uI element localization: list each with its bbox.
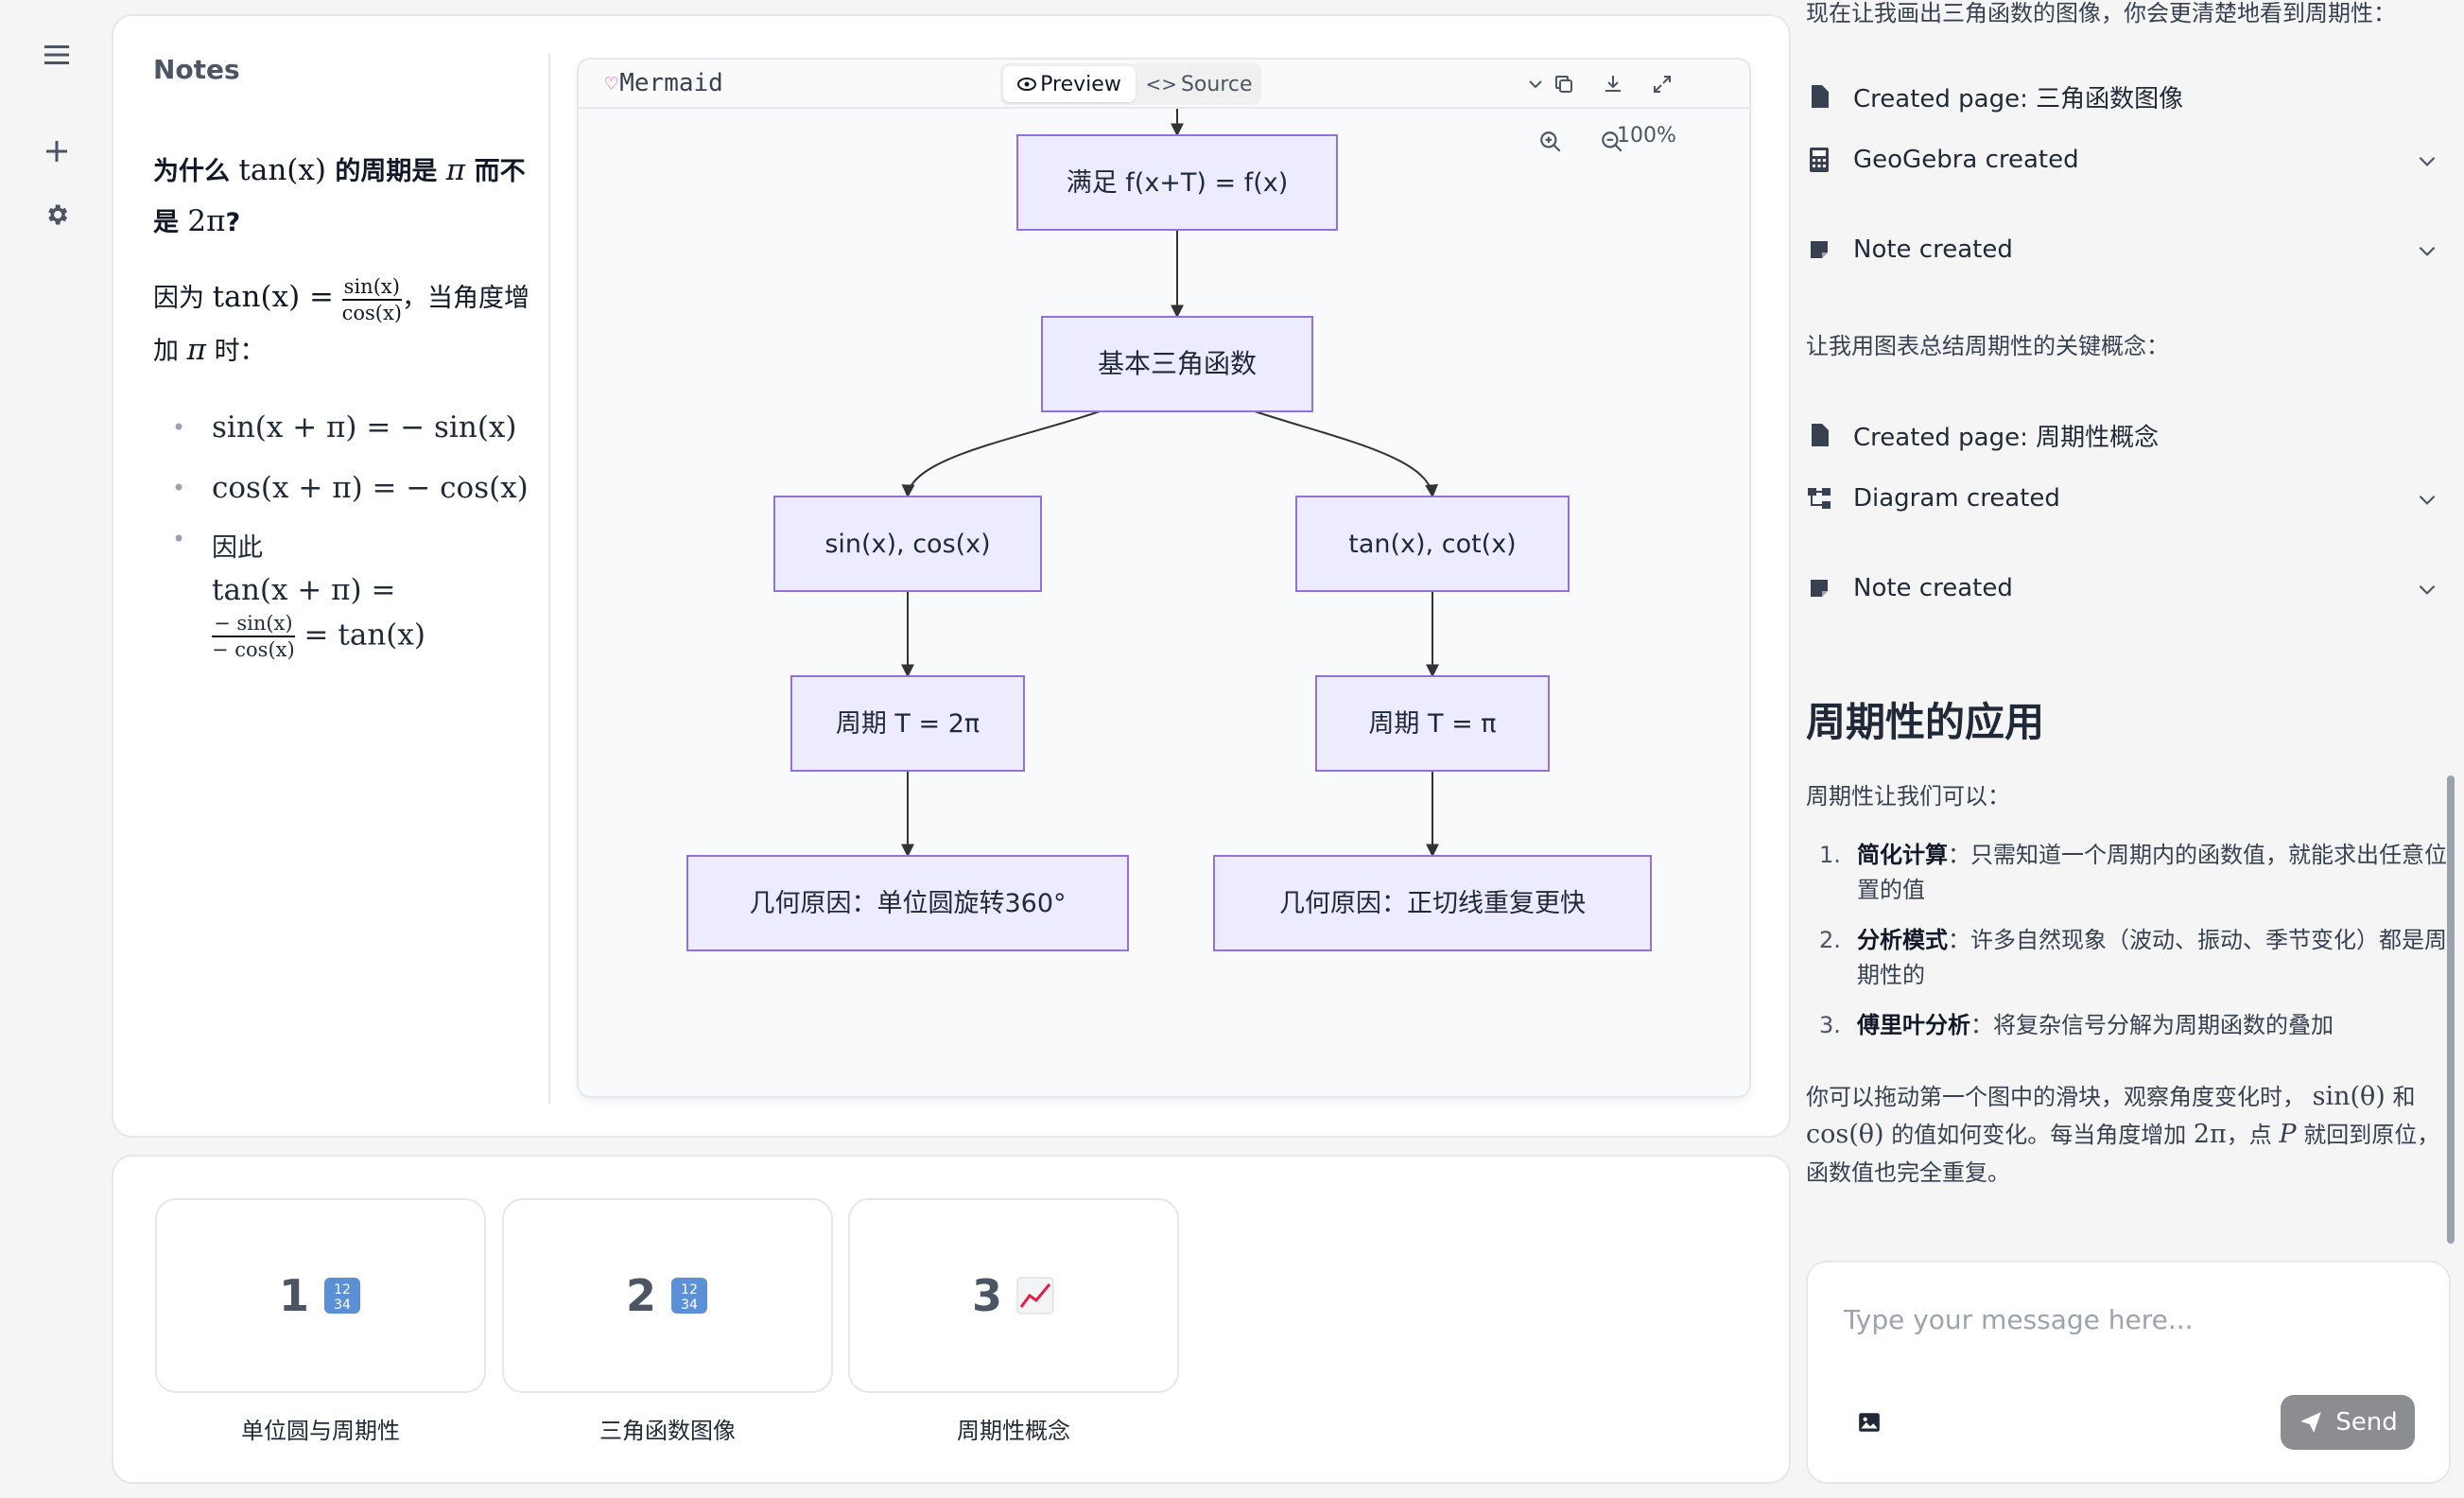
chat-message-text: 让我用图表总结周期性的关键概念： [1806, 333, 2169, 359]
mermaid-logo-icon: ♡ [605, 73, 618, 96]
mermaid-title: ♡Mermaid [605, 69, 723, 97]
copy-icon[interactable] [1553, 73, 1575, 96]
svg-text:12: 12 [681, 1282, 698, 1298]
left-rail [0, 0, 112, 1498]
node-p2pi: 周期 T = 2π [790, 675, 1025, 772]
chevron-down-icon[interactable] [2415, 577, 2439, 601]
gear-icon[interactable] [38, 196, 76, 234]
edge-basic-sincos [901, 410, 1101, 498]
message-input-box[interactable]: Type your message here... Send [1806, 1261, 2451, 1484]
tool-result-note[interactable]: Note created [1806, 227, 2458, 272]
chat-message-text: 现在让我画出三角函数的图像，你会更清楚地看到周期性： [1806, 0, 2396, 26]
node-periodic: 满足 f(x+T) = f(x) [1016, 134, 1338, 231]
download-icon[interactable] [1602, 73, 1624, 96]
node-geo1: 几何原因：单位圆旋转360° [686, 855, 1129, 951]
calculator-icon [1806, 147, 1832, 173]
source-tab[interactable]: <> Source [1145, 72, 1253, 96]
chat-message-text: 周期性让我们可以： [1806, 783, 2010, 810]
edge-basic-tancot [1254, 410, 1439, 498]
zoom-out-icon[interactable] [1600, 130, 1624, 154]
list-item: 2.分析模式：许多自然现象（波动、振动、季节变化）都是周期性的 [1819, 927, 2447, 988]
tool-result-diagram[interactable]: Diagram created [1806, 476, 2458, 521]
page-tile-label: 周期性概念 [957, 1418, 1070, 1444]
notes-heading: Notes [153, 54, 240, 85]
chart-increasing-emoji-icon [1016, 1277, 1054, 1315]
notes-explanation: 因为 tan(x) = sin(x)cos(x)，当角度增加 π 时： [153, 274, 530, 367]
plus-icon[interactable] [38, 132, 76, 170]
node-basic: 基本三角函数 [1041, 316, 1313, 412]
chat-message-text: 你可以拖动第一个图中的滑块，观察角度变化时， sin(θ) 和 cos(θ) 的… [1806, 1082, 2440, 1186]
list-item: 3.傅里叶分析：将复杂信号分解为周期函数的叠加 [1819, 1012, 2334, 1038]
list-item: 因此 tan(x + π) = − sin(x)− cos(x) = tan(x… [153, 518, 529, 662]
list-item: sin(x + π) = − sin(x) [153, 397, 529, 458]
node-label: 几何原因：单位圆旋转360° [749, 889, 1066, 918]
therefore-eq: − sin(x)− cos(x) = tan(x) [212, 611, 425, 661]
mermaid-header: ♡Mermaid Preview <> Source [579, 60, 1749, 109]
view-toggle: Preview <> Source [1000, 63, 1261, 105]
tool-result-page[interactable]: Created page: 周期性概念 [1806, 412, 2458, 458]
fraction: sin(x)cos(x) [341, 274, 403, 324]
diagram-icon [1806, 485, 1832, 512]
chevron-down-icon[interactable] [2415, 487, 2439, 512]
list-item: cos(x + π) = − cos(x) [153, 458, 529, 518]
node-label: 几何原因：正切线重复更快 [1279, 889, 1586, 918]
image-upload-icon[interactable] [1857, 1410, 1882, 1435]
flowchart: 满足 f(x+T) = f(x) 基本三角函数 sin(x), cos(x) t… [686, 109, 1652, 951]
chat-scrollbar[interactable] [2447, 775, 2455, 1244]
page-icon [1806, 422, 1832, 448]
node-label: 周期 T = 2π [836, 709, 980, 739]
applications-list: 1.简化计算：只需知道一个周期内的函数值，就能求出任意位置的值 2.分析模式：许… [1806, 838, 2449, 1058]
send-button[interactable]: Send [2281, 1395, 2415, 1450]
page-tile-label: 三角函数图像 [599, 1418, 736, 1444]
chat-panel: 现在让我画出三角函数的图像，你会更清楚地看到周期性： Created page:… [1791, 0, 2464, 1498]
node-label: 基本三角函数 [1098, 348, 1257, 379]
node-geo2: 几何原因：正切线重复更快 [1213, 855, 1652, 951]
send-icon [2300, 1412, 2322, 1433]
note-icon [1806, 236, 1832, 263]
page-icon [1806, 83, 1832, 110]
svg-text:12: 12 [334, 1282, 351, 1298]
expand-icon[interactable] [1651, 73, 1674, 96]
menu-icon[interactable] [38, 36, 76, 74]
note-icon [1806, 575, 1832, 601]
eye-icon [1017, 78, 1037, 91]
svg-text:34: 34 [334, 1298, 351, 1313]
chevron-down-icon[interactable] [2415, 148, 2439, 173]
message-input[interactable]: Type your message here... [1844, 1304, 2194, 1335]
node-label: sin(x), cos(x) [824, 530, 990, 559]
zoom-in-icon[interactable] [1538, 130, 1563, 154]
zoom-level: 100% [1617, 124, 1676, 148]
code-icon: <> [1145, 73, 1177, 96]
node-sincos: sin(x), cos(x) [773, 496, 1042, 592]
node-tancot: tan(x), cot(x) [1295, 496, 1570, 592]
notes-bullets: sin(x + π) = − sin(x) cos(x + π) = − cos… [153, 397, 529, 662]
node-label: 满足 f(x+T) = f(x) [1067, 168, 1289, 198]
mermaid-panel: ♡Mermaid Preview <> Source 100% [577, 58, 1751, 1098]
tool-result-page[interactable]: Created page: 三角函数图像 [1806, 74, 2458, 119]
svg-text:34: 34 [681, 1298, 698, 1313]
node-label: tan(x), cot(x) [1348, 530, 1516, 559]
node-ppi: 周期 T = π [1315, 675, 1550, 772]
node-label: 周期 T = π [1368, 709, 1496, 739]
chevron-down-icon[interactable] [2415, 238, 2439, 263]
list-item: 1.简化计算：只需知道一个周期内的函数值，就能求出任意位置的值 [1819, 842, 2447, 903]
notes-question: 为什么 tan(x) 的周期是 π 而不是 2π? [153, 153, 526, 238]
chevron-down-icon[interactable] [1524, 73, 1547, 96]
workspace-card: Notes 为什么 tan(x) 的周期是 π 而不是 2π? 因为 tan(x… [112, 14, 1791, 1138]
notes-panel: Notes 为什么 tan(x) 的周期是 π 而不是 2π? 因为 tan(x… [153, 54, 550, 1104]
tool-result-geogebra[interactable]: GeoGebra created [1806, 137, 2458, 183]
tool-result-note[interactable]: Note created [1806, 566, 2458, 611]
fraction: − sin(x)− cos(x) [212, 611, 295, 661]
section-heading: 周期性的应用 [1806, 699, 2045, 745]
page-tile-label: 单位圆与周期性 [241, 1418, 400, 1444]
page-tile-3[interactable]: 3 [848, 1198, 1179, 1393]
preview-tab[interactable]: Preview [1003, 66, 1136, 102]
